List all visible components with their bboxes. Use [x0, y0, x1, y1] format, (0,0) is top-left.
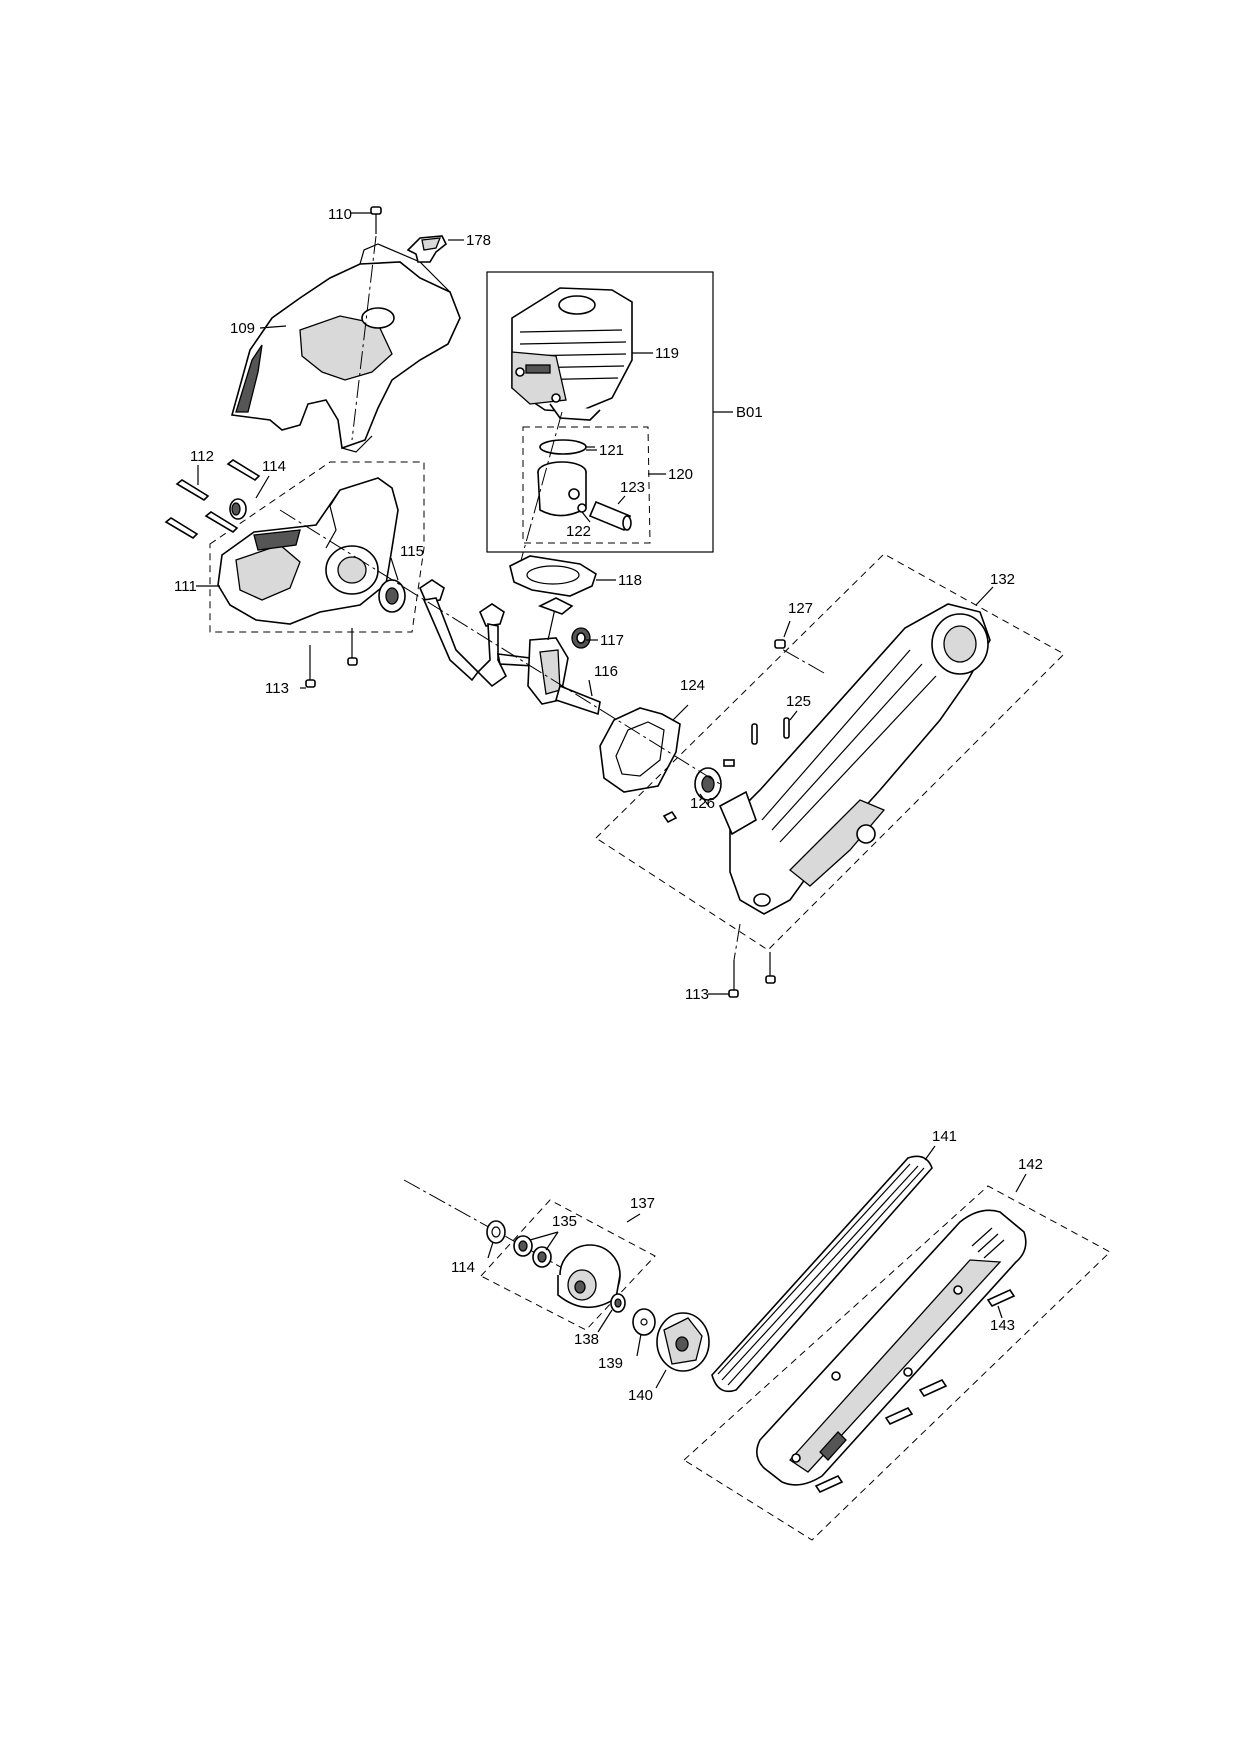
label-111: 111 — [174, 578, 197, 595]
screw-127-part — [774, 639, 786, 649]
clutch-drum-box — [480, 1199, 656, 1331]
crankcase-part — [217, 477, 399, 625]
belt-guard-part — [756, 1209, 1027, 1486]
label-126: 126 — [690, 795, 715, 812]
washer-114-part — [486, 1220, 506, 1244]
pin-125-part — [723, 717, 790, 767]
screw-143-part — [814, 1288, 1016, 1494]
circlip-part — [577, 503, 587, 513]
cutter-arm-part — [718, 603, 991, 915]
screw-113-part — [305, 628, 358, 688]
bearing-126-part — [694, 767, 722, 801]
piston-kit-box — [522, 426, 651, 544]
label-138: 138 — [574, 1331, 599, 1348]
label-135: 135 — [552, 1213, 577, 1230]
label-116: 116 — [594, 663, 618, 680]
label-113-arm: 113 — [685, 986, 709, 1003]
label-142: 142 — [1018, 1156, 1043, 1173]
crankshaft-part — [496, 597, 601, 716]
piston-ring-part — [539, 439, 587, 455]
bearing-138-part — [610, 1293, 626, 1313]
label-139: 139 — [598, 1355, 623, 1372]
label-112: 112 — [190, 448, 214, 465]
drive-belt-part — [711, 1155, 933, 1393]
cylinder-gasket-part — [509, 555, 597, 597]
cylinder-part — [511, 287, 633, 421]
washer-139-part — [632, 1308, 656, 1336]
seal-114-part — [229, 498, 247, 520]
top-cover-part — [230, 243, 461, 453]
label-125: 125 — [786, 693, 811, 710]
piston-pin-part — [588, 500, 632, 532]
label-178: 178 — [466, 232, 491, 249]
bearing-135-part — [513, 1235, 552, 1268]
part-labels: 110 178 109 119 B01 121 112 114 120 123 … — [174, 206, 1043, 1404]
needle-bearing-part — [571, 627, 591, 649]
label-110: 110 — [328, 206, 352, 223]
label-113: 113 — [265, 680, 289, 697]
belt-guard-box — [683, 1185, 1111, 1541]
label-109: 109 — [230, 320, 255, 337]
label-115: 115 — [400, 543, 424, 560]
label-123: 123 — [620, 479, 645, 496]
label-120: 120 — [668, 466, 693, 483]
screw-112-part — [164, 459, 261, 540]
screw-113-arm-part — [728, 952, 776, 998]
clutch-drum-part — [557, 1244, 621, 1309]
label-127: 127 — [788, 600, 813, 617]
crankcase-box — [209, 461, 425, 633]
label-117: 117 — [600, 632, 624, 649]
label-119: 119 — [655, 345, 679, 362]
leader-lines-bottom — [487, 1145, 1027, 1389]
pin-126-part — [662, 810, 678, 824]
label-140: 140 — [628, 1387, 653, 1404]
label-114: 114 — [262, 458, 286, 475]
label-118: 118 — [618, 572, 642, 589]
label-132: 132 — [990, 571, 1015, 588]
crankcase-gasket-part — [599, 707, 681, 793]
label-124: 124 — [680, 677, 705, 694]
piston-part — [537, 461, 587, 517]
leader-lines — [196, 212, 994, 995]
clip-part — [406, 235, 448, 263]
intake-manifold-part — [419, 579, 508, 688]
label-122: 122 — [566, 523, 591, 540]
label-121: 121 — [599, 442, 624, 459]
arm-box — [595, 553, 1065, 951]
clutch-part — [656, 1312, 710, 1372]
label-143: 143 — [990, 1317, 1015, 1334]
screw-110-part — [370, 206, 382, 234]
bearing-115-part — [378, 579, 406, 613]
label-141: 141 — [932, 1128, 957, 1145]
label-137: 137 — [630, 1195, 655, 1212]
label-b01: B01 — [736, 404, 763, 421]
label-114-bottom: 114 — [451, 1259, 475, 1276]
